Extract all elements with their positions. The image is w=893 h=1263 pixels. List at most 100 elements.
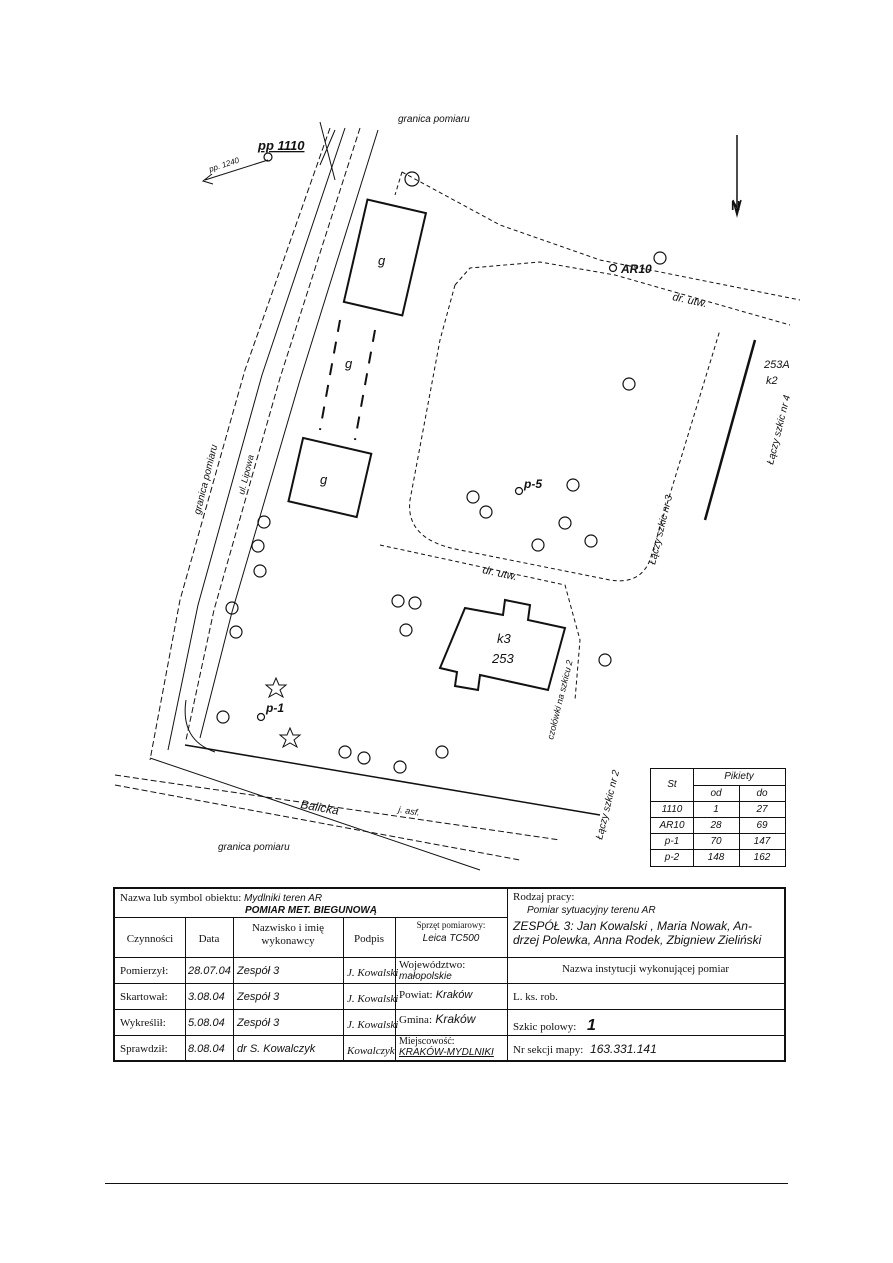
street-line (185, 127, 361, 741)
road-path (454, 261, 791, 326)
sprzet-value: Leica TC500 (422, 933, 480, 944)
row-czynnosc: Skartował: (120, 991, 168, 1003)
page-footer-rule (105, 1183, 788, 1184)
row-st: p-2 (664, 852, 680, 863)
sekcja-label: Nr sekcji mapy: 163.331.141 (513, 1042, 657, 1056)
sketch-link: czołówki na szkicu 2 (545, 659, 574, 741)
sketch-link: Łączy szkic nr 4 (765, 394, 793, 466)
tree-point (598, 653, 612, 667)
star-symbol (278, 726, 302, 749)
row-info-label: Miejscowość: (399, 1036, 455, 1047)
row-czynnosc: Pomierzył: (120, 965, 169, 977)
row-wykonawca: Zespół 3 (237, 991, 280, 1003)
sketch-link: Łączy szkic nr 3 (647, 494, 675, 566)
row-do: 69 (756, 820, 768, 831)
street-line (167, 127, 346, 751)
row-wykonawca: Zespół 3 (237, 1017, 280, 1029)
row-data: 3.08.04 (188, 991, 225, 1003)
szkic-label: Szkic polowy: 1 (513, 1017, 596, 1034)
method-label: POMIAR MET. BIEGUNOWĄ (244, 905, 378, 916)
tree-point (408, 596, 422, 610)
station-p1-mark (256, 712, 266, 722)
row-data: 8.08.04 (188, 1043, 225, 1055)
szkic-value: 1 (587, 1017, 596, 1034)
row-info: Gmina: Kraków (399, 1012, 476, 1026)
pp-ref: pp. 1240 (207, 156, 241, 175)
building-k3 (438, 598, 567, 692)
station-p1-label: p-1 (265, 701, 284, 715)
header-pikiety: Pikiety (724, 771, 754, 782)
building-number: 253 (491, 651, 514, 666)
tree-point (558, 516, 572, 530)
row-od: 1 (713, 804, 719, 815)
tree-point (404, 171, 420, 187)
building-label: k3 (497, 631, 512, 646)
star-symbol (264, 676, 288, 699)
work-value: Pomiar sytuacyjny terenu AR (527, 905, 656, 916)
street-line (199, 129, 379, 739)
col-data: Data (198, 933, 220, 945)
border-label: granica pomiaru (192, 443, 220, 516)
station-p5-mark (514, 486, 524, 496)
pikiety-table: St Pikiety od do 1110 1 27 AR10 28 69 p-… (650, 768, 786, 867)
row-st: 1110 (661, 804, 683, 815)
street-line (114, 784, 521, 861)
tree-point (338, 745, 352, 759)
street-line (149, 757, 481, 871)
border-label: granica pomiaru (218, 842, 290, 853)
object-label: Nazwa lub symbol obiektu: Mydlniki teren… (120, 892, 323, 904)
road-path (409, 284, 721, 582)
building2-k: k2 (766, 375, 778, 387)
row-do: 27 (756, 804, 768, 815)
garage-1 (342, 198, 428, 317)
tree-point (479, 505, 493, 519)
tree-point (584, 534, 598, 548)
tree-point (229, 625, 243, 639)
tree-point (391, 594, 405, 608)
col-nazwisko: Nazwisko i imię wykonawcy (251, 922, 325, 947)
sekcja-value: 163.331.141 (590, 1042, 657, 1056)
street-line (114, 774, 561, 841)
row-podpis: J. Kowalski (347, 1019, 399, 1031)
north-label: N (731, 198, 740, 213)
pp-arrow (201, 159, 269, 185)
row-czynnosc: Wykreślił: (120, 1017, 166, 1029)
sidewalk-label: j. asf. (397, 804, 421, 818)
street-line (149, 127, 331, 761)
row-czynnosc: Sprawdził: (120, 1043, 168, 1055)
row-st: p-1 (664, 836, 680, 847)
building-k2-line (703, 339, 757, 521)
row-podpis: J. Kowalski (347, 993, 399, 1005)
institution: Nazwa instytucji wykonującej pomiar (561, 963, 730, 975)
tree-point (566, 478, 580, 492)
header-st: St (667, 779, 677, 790)
row-data: 28.07.04 (188, 965, 231, 977)
row-do: 147 (753, 836, 771, 847)
team-line-1: ZESPÓŁ 3: Jan Kowalski , Maria Nowak, An… (513, 919, 752, 933)
row-st: AR10 (659, 820, 685, 831)
row-info-value: małopolskie (399, 971, 452, 982)
road-label: dr. utw. (481, 564, 518, 583)
sketch-link: Łączy szkic nr 2 (594, 769, 622, 841)
header-do: do (756, 788, 768, 799)
street-line (184, 744, 601, 816)
tree-point (357, 751, 371, 765)
station-p5-label: p-5 (523, 477, 542, 491)
row-od: 28 (710, 820, 722, 831)
work-label: Rodzaj pracy: (513, 891, 575, 903)
row-data: 5.08.04 (188, 1017, 225, 1029)
tree-point (531, 538, 545, 552)
row-do: 162 (753, 852, 771, 863)
row-podpis: J. Kowalski (347, 967, 399, 979)
tree-point (393, 760, 407, 774)
tree-point (253, 564, 267, 578)
garage-label: g (345, 356, 353, 371)
tree-point (435, 745, 449, 759)
north-arrow (732, 135, 742, 218)
row-wykonawca: dr S. Kowalczyk (237, 1043, 316, 1055)
border-label: granica pomiaru (398, 114, 470, 125)
row-wykonawca: Zespół 3 (237, 965, 280, 977)
garage-2 (287, 436, 373, 519)
tree-point (251, 539, 265, 553)
survey-sketch: granica pomiaru granica pomiaru granica … (114, 114, 801, 871)
